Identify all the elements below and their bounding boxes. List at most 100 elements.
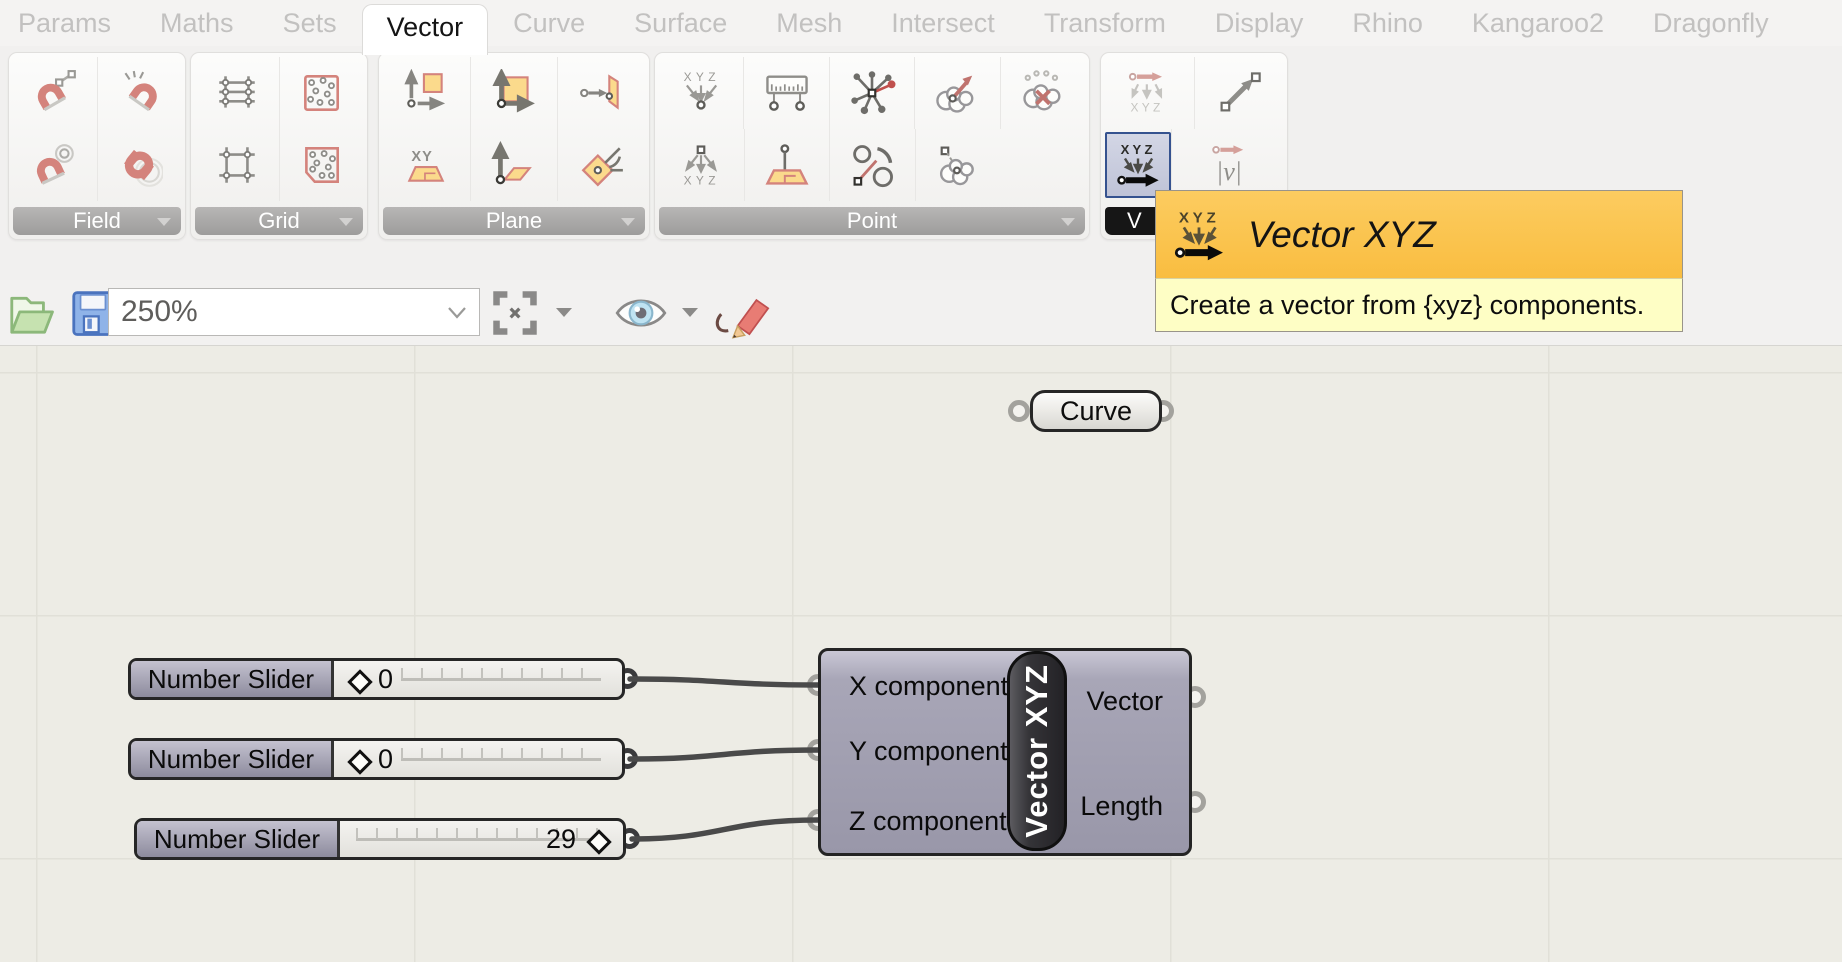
merge-fields-icon[interactable] [96,129,182,201]
slider-value: 0 [378,664,394,694]
vector-xyz-icon: XYZ [1174,209,1223,260]
definition-canvas[interactable]: Curve Number Slider 0 Number Slider 0 Nu… [0,346,1842,962]
svg-text:XYZ: XYZ [1179,209,1220,226]
group-label-point[interactable]: Point [659,207,1085,235]
tab-intersect[interactable]: Intersect [891,7,995,38]
output-length-label: Length [1080,791,1163,821]
wire-slider2-to-y[interactable] [627,747,821,762]
input-y-label: Y component [849,736,1008,766]
input-z-label: Z component [849,806,1007,836]
tab-surface[interactable]: Surface [634,7,728,38]
group-label-grid[interactable]: Grid [195,207,363,235]
slider-value: 0 [378,744,394,774]
point-cloud-icon[interactable] [914,129,1001,201]
svg-text:XYZ: XYZ [1131,100,1164,114]
vector-xyz-component[interactable]: X component Y component Z component Vect… [818,648,1192,856]
tab-vector[interactable]: Vector [361,3,489,55]
curve-parameter[interactable]: Curve [1030,390,1162,432]
svg-text:XYZ: XYZ [1121,142,1156,157]
chevron-down-icon [621,218,635,226]
component-tooltip: XYZ Vector XYZ Create a vector from {xyz… [1155,190,1683,332]
slider-track-area[interactable]: 0 [334,661,622,697]
component-name-capsule[interactable]: Vector XYZ [1007,651,1067,851]
tab-kangaroo2[interactable]: Kangaroo2 [1471,7,1605,38]
xy-plane-icon[interactable] [469,57,558,129]
tab-dragonfly[interactable]: Dragonfly [1653,7,1769,38]
pull-point-icon[interactable] [829,129,915,201]
tab-mesh[interactable]: Mesh [776,7,843,38]
point-charge-icon[interactable] [13,57,97,129]
rectangular-grid-icon[interactable] [195,57,279,129]
plane-angle-icon[interactable] [557,129,645,201]
number-slider-3[interactable]: Number Slider 29 [134,818,626,860]
svg-text:XYZ: XYZ [684,174,720,188]
wire-slider3-to-z[interactable] [629,817,821,842]
distance-icon[interactable] [743,57,828,129]
preview-eye-icon [615,299,667,327]
slider-track-area[interactable]: 0 [334,741,622,777]
chevron-down-icon [339,218,353,226]
plane-fit-icon[interactable]: XY [383,129,470,201]
save-file-button[interactable] [66,286,120,340]
tab-display[interactable]: Display [1214,7,1304,38]
zoom-extents-button[interactable] [488,286,542,340]
tab-rhino[interactable]: Rhino [1352,7,1423,38]
tab-params[interactable]: Params [18,7,112,38]
zoom-dropdown-arrow[interactable] [556,308,572,317]
curve-input-nub[interactable] [1008,400,1030,422]
point-on-plane-icon[interactable] [743,129,830,201]
square-grid-icon[interactable] [195,129,279,201]
ribbon-group-point: XYZ [654,52,1090,240]
chevron-down-icon [1061,218,1075,226]
wire-slider1-to-x[interactable] [627,676,821,688]
tab-transform[interactable]: Transform [1043,7,1166,38]
cloud-cull-icon[interactable] [999,57,1085,129]
slider-handle-icon[interactable] [347,749,373,775]
ribbon-group-grid: Grid [190,52,368,240]
break-charge-icon[interactable] [96,57,182,129]
zoom-level-combobox[interactable]: 250% [108,288,480,336]
preview-dropdown-arrow[interactable] [682,308,698,317]
populate-3d-icon[interactable] [278,129,364,201]
slider-handle-icon[interactable] [347,669,373,695]
slider-track-area[interactable]: 29 [340,821,623,857]
svg-text:XYZ: XYZ [684,70,720,84]
slider-name-label: Number Slider [131,661,334,697]
slider-name-label: Number Slider [137,821,340,857]
tab-curve[interactable]: Curve [513,7,586,38]
svg-text:XY: XY [412,149,434,165]
vector-length-icon[interactable]: |v| [1171,129,1283,201]
construct-point-icon[interactable]: XYZ [659,57,743,129]
tab-maths[interactable]: Maths [160,7,234,38]
combobox-chevron-icon [448,307,466,319]
preview-button[interactable] [614,286,668,340]
plane-normal-icon[interactable] [557,57,645,129]
plane-origin-icon[interactable] [469,129,558,201]
populate-2d-icon[interactable] [278,57,364,129]
ribbon-group-field: Field [8,52,186,240]
tooltip-description: Create a vector from {xyz} components. [1155,278,1683,332]
curve-parameter-label: Curve [1059,395,1133,426]
svg-text:|v|: |v| [1216,157,1242,186]
number-slider-2[interactable]: Number Slider 0 [128,738,625,780]
slider-ticks [401,748,601,759]
component-name: Vector XYZ [1019,664,1054,838]
closest-point-icon[interactable] [828,57,914,129]
ribbon-group-plane: XY [378,52,650,240]
number-slider-1[interactable]: Number Slider 0 [128,658,625,700]
group-label-field[interactable]: Field [13,207,181,235]
group-label-plane[interactable]: Plane [383,207,645,235]
open-folder-icon [10,296,54,334]
deconstruct-vector-icon[interactable]: XYZ [1105,57,1194,129]
sketch-button[interactable] [702,286,778,340]
cloud-project-icon[interactable] [914,57,999,129]
deconstruct-point-icon[interactable]: XYZ [659,129,744,201]
construct-plane-icon[interactable] [383,57,470,129]
sketch-pencil-icon [715,298,770,339]
vector-xyz-icon[interactable]: XYZ [1105,132,1171,198]
zoom-level-value: 250% [121,295,198,328]
vector-2pt-icon[interactable] [1193,57,1284,129]
line-charge-icon[interactable] [13,129,97,201]
open-file-button[interactable] [4,286,58,340]
tab-sets[interactable]: Sets [282,7,337,38]
